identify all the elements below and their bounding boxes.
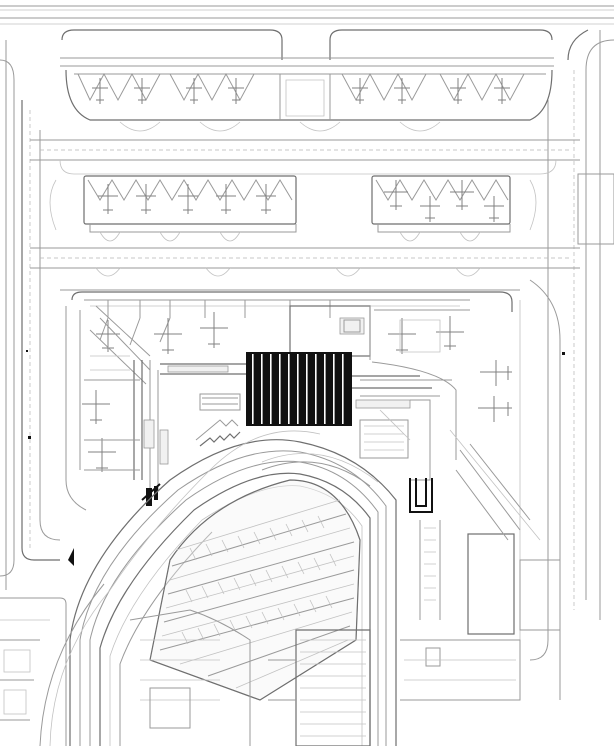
terminal-gate-bridges <box>99 300 331 346</box>
main-terminal-apron <box>65 291 513 566</box>
south-parking <box>129 609 371 746</box>
east-concourse <box>289 305 470 460</box>
terminal-roof-skylights <box>252 354 344 424</box>
west-concourse <box>84 305 169 500</box>
landside-loop-roads <box>39 430 397 746</box>
middle-parked-aircraft <box>98 180 504 222</box>
misc-markers <box>26 350 565 439</box>
north-parked-aircraft <box>92 78 510 104</box>
lower-taxi-lenses <box>60 267 520 291</box>
apron-taxilanes <box>30 121 580 269</box>
north-pier-gates <box>77 72 525 102</box>
north-pier <box>60 29 554 121</box>
southwest-parcels <box>0 639 40 721</box>
surface-parking-field <box>149 453 379 701</box>
forecourt <box>195 399 431 481</box>
u-shaped-garage <box>409 478 433 513</box>
parking-rows <box>159 499 355 689</box>
middle-pier-gates <box>87 179 509 201</box>
north-runway-edge <box>0 5 614 25</box>
terminal-building <box>160 352 432 426</box>
parking-stall-ticks <box>181 515 337 645</box>
east-taxiway-system <box>519 29 614 700</box>
west-ramp-blocks <box>68 483 161 566</box>
middle-pier <box>49 175 537 242</box>
east-landside <box>400 429 561 701</box>
west-taxiway-system <box>0 40 67 746</box>
